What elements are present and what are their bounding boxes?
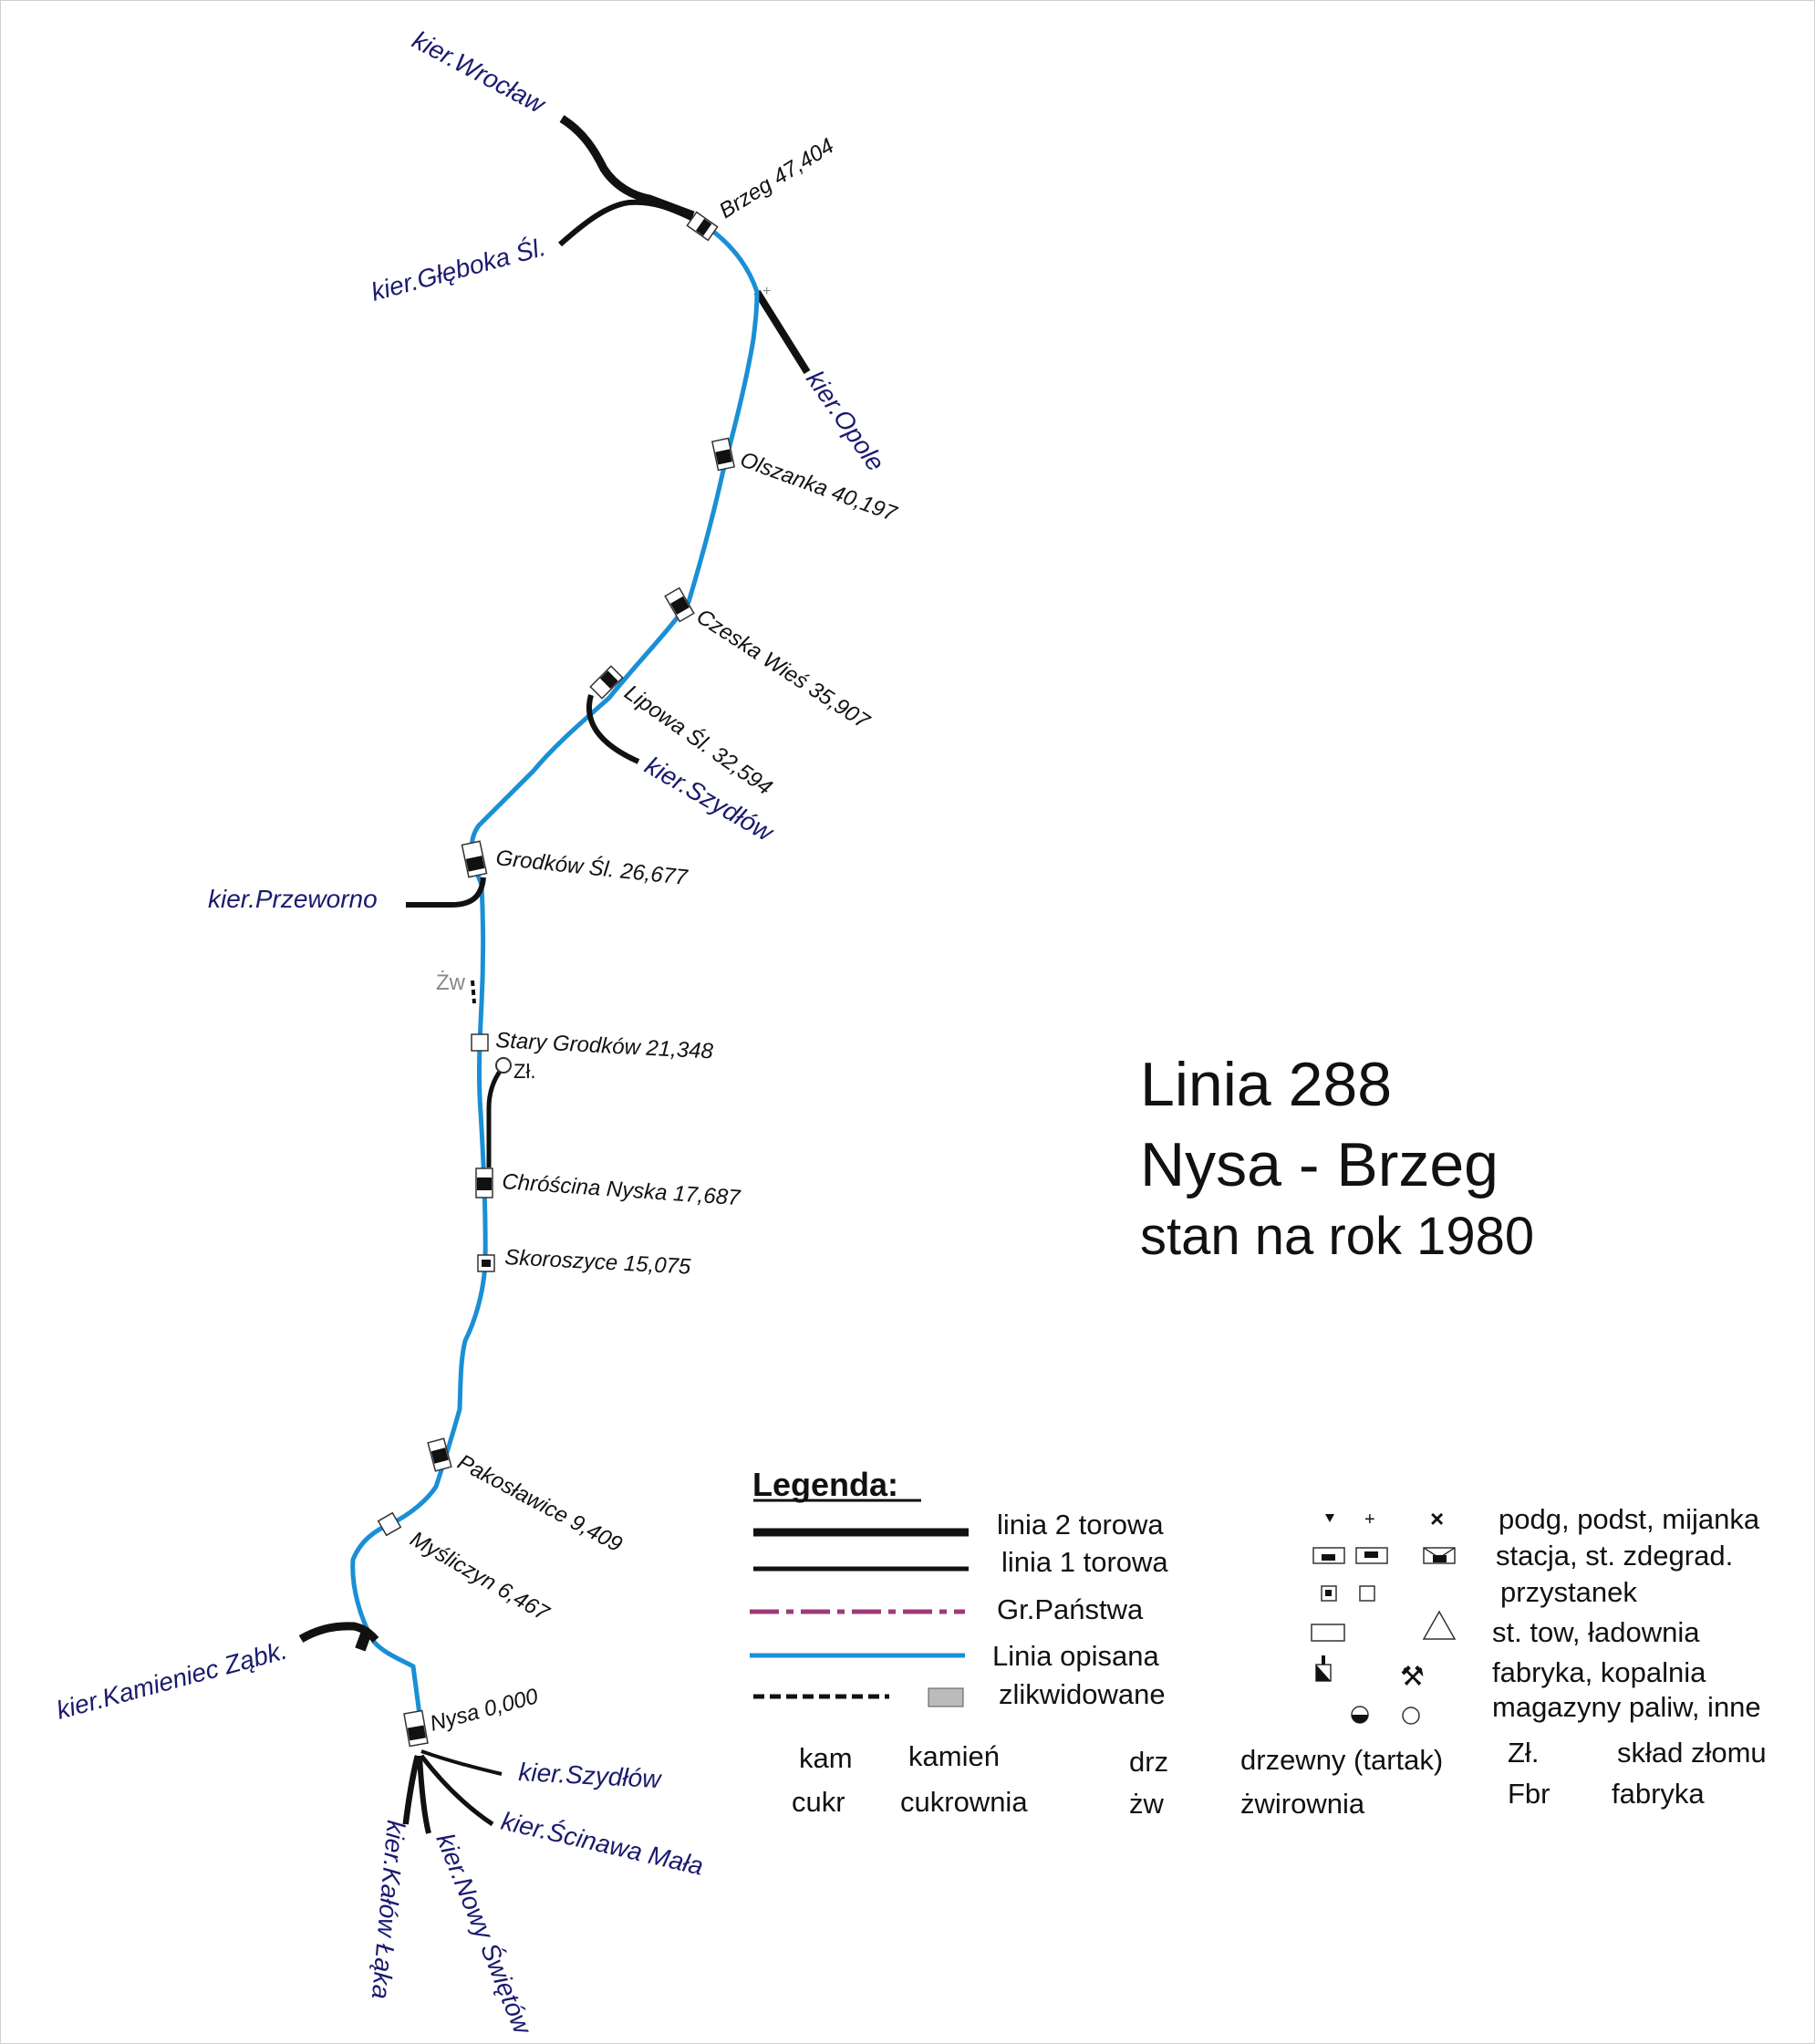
abbr-drz: drz: [1129, 1746, 1168, 1778]
station-label-chroscina: Chróścina Nyska 17,687: [502, 1169, 742, 1210]
legend-label-abandoned: zlikwidowane: [999, 1678, 1166, 1710]
track-to-opole: [753, 289, 811, 375]
abbr-cukr-meaning: cukrownia: [900, 1786, 1028, 1818]
station-label-skoroszyce: Skoroszyce 15,075: [504, 1245, 692, 1280]
station-label-pakoslawice: Pakosławice 9,409: [453, 1449, 626, 1557]
legend-label-single-track: linia 1 torowa: [1001, 1546, 1168, 1578]
station-symbol-pakoslawice: [427, 1437, 452, 1472]
legend-label-border: Gr.Państwa: [997, 1593, 1144, 1625]
abbr-kam: kam: [799, 1742, 853, 1774]
legend-label-depots: magazyny paliw, inne: [1492, 1691, 1761, 1723]
station-symbol-grodkow: [461, 840, 488, 878]
described-line-nysa-brzeg: [350, 221, 760, 1716]
track-to-wroclaw: [559, 115, 695, 220]
other-depot-icon: [1402, 1707, 1420, 1725]
station-symbol-stary-grodkow: [471, 1033, 489, 1052]
direction-label-gleboka: kier.Głęboka Śl.: [368, 232, 548, 306]
station-symbol-nysa: [403, 1709, 429, 1748]
track-to-kamieniec: [298, 1622, 379, 1644]
abbr-zw-meaning: żwirownia: [1240, 1788, 1365, 1820]
direction-label-szydlow-north: kier.Szydłów: [640, 751, 779, 847]
track-to-szydlow-south: [420, 1749, 503, 1776]
station-symbol-olszanka: [710, 437, 736, 472]
siding-label-zl: Zł.: [513, 1060, 535, 1083]
track-to-kalow-laka: [403, 1755, 420, 1825]
station-label-nysa: Nysa 0,000: [428, 1684, 542, 1737]
title-route: Nysa - Brzeg: [1140, 1130, 1499, 1199]
legend-label-junction-types: podg, podst, mijanka: [1499, 1503, 1760, 1535]
siding-label-zw: Żw: [436, 970, 466, 995]
station-envelope-icon: [1423, 1547, 1456, 1564]
track-to-nowy-swietow: [417, 1755, 431, 1834]
station-label-czeska-wies: Czeska Wieś 35,907: [692, 604, 876, 734]
direction-label-scinawa: kier.Ścinawa Mała: [499, 1806, 707, 1881]
junction-cross-mark: +: [762, 284, 771, 299]
legend-label-double-track: linia 2 torowa: [997, 1509, 1164, 1541]
halt-icon: [1321, 1585, 1337, 1602]
track-to-scinawa: [420, 1754, 494, 1827]
station-symbol-skoroszyce: [477, 1254, 495, 1272]
track-to-kalow-laka-2: [402, 1755, 418, 1825]
track-to-szydlow-north: [586, 694, 640, 764]
freight-station-icon: [1311, 1624, 1345, 1642]
loading-point-icon: [1422, 1610, 1457, 1640]
station-symbol-chroscina: [475, 1167, 493, 1198]
direction-label-kamieniec: kier.Kamieniec Ząbk.: [54, 1635, 291, 1724]
zl-siding: [486, 1067, 504, 1167]
station-icon: [1312, 1547, 1345, 1564]
legend-label-station-types: stacja, st. zdegrad.: [1496, 1540, 1733, 1572]
title-line-number: Linia 288: [1140, 1050, 1392, 1119]
factory-icon: [1315, 1655, 1332, 1682]
junction-icon: [1325, 1514, 1334, 1522]
track-to-przeworno: [406, 877, 486, 908]
direction-label-nowy-swietow: kier.Nowy Świętów: [430, 1829, 538, 2039]
legend-symbol-abandoned-area: [928, 1687, 964, 1707]
station-symbol-brzeg: [686, 211, 719, 242]
legend-label-freight: st. tow, ładownia: [1492, 1616, 1700, 1648]
abbr-zl: Zł.: [1508, 1737, 1539, 1769]
passing-loop-icon: ×: [1430, 1505, 1444, 1532]
abbr-fbr-meaning: fabryka: [1612, 1778, 1705, 1810]
track-to-gleboka: [558, 199, 695, 247]
zl-depot-icon: [495, 1057, 512, 1074]
station-symbol-czeska-wies: [664, 586, 695, 623]
fuel-depot-icon: [1351, 1706, 1369, 1724]
abbr-zw: żw: [1129, 1788, 1165, 1820]
station-symbol-lipowa: [589, 665, 624, 700]
station-label-stary-grodkow: Stary Grodków 21,348: [495, 1028, 715, 1064]
abbr-kam-meaning: kamień: [908, 1740, 1000, 1772]
direction-label-wroclaw: kier.Wrocław: [408, 26, 551, 119]
station-label-mysliczyn: Myśliczyn 6,467: [406, 1527, 555, 1627]
zw-siding-abandoned: [471, 980, 476, 1004]
abbr-zl-meaning: skład złomu: [1617, 1737, 1767, 1769]
halt-empty-icon: [1359, 1585, 1375, 1602]
mine-icon: ⚒: [1400, 1662, 1425, 1692]
legend-label-described-line: Linia opisana: [992, 1640, 1159, 1672]
direction-label-szydlow-south: kier.Szydłów: [518, 1758, 663, 1793]
legend: Legenda: linia 2 torowa linia 1 torowa G…: [750, 1466, 1767, 1820]
kamieniec-junction-block: [355, 1632, 371, 1652]
abbr-cukr: cukr: [792, 1786, 845, 1818]
station-symbol-mysliczyn: [377, 1511, 402, 1537]
legend-label-halt: przystanek: [1500, 1576, 1637, 1608]
station-label-grodkow: Grodków Śl. 26,677: [494, 845, 690, 890]
abbr-fbr: Fbr: [1508, 1778, 1551, 1810]
abbr-drz-meaning: drzewny (tartak): [1240, 1744, 1443, 1776]
direction-label-opole: kier.Opole: [801, 366, 890, 476]
direction-label-przeworno: kier.Przeworno: [208, 885, 378, 913]
title-year: stan na rok 1980: [1140, 1207, 1534, 1266]
legend-heading: Legenda:: [752, 1466, 898, 1503]
legend-label-factory-mine: fabryka, kopalnia: [1492, 1656, 1706, 1688]
degraded-station-icon: [1355, 1547, 1388, 1564]
direction-label-kalow-laka: kier.Kałów Łąka: [367, 1819, 410, 2000]
halt-plus-icon: +: [1364, 1510, 1375, 1530]
station-label-brzeg: Brzeg 47,404: [715, 134, 838, 224]
